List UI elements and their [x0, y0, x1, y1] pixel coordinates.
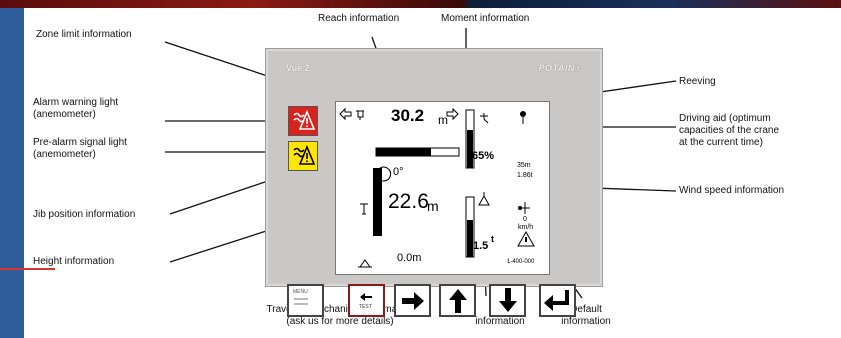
traveling-icon — [358, 259, 372, 268]
screen-graphics — [339, 107, 535, 268]
down-arrow-key[interactable] — [489, 284, 526, 317]
zone-limit-right-icon — [446, 107, 459, 121]
top-photo-strip — [0, 0, 841, 8]
slew-angle: 0° — [393, 166, 404, 178]
hook-icon — [480, 113, 489, 124]
left-arrow-icon — [360, 293, 372, 301]
reach-unit: m — [438, 113, 448, 127]
jib-value: 22.6 — [388, 190, 429, 213]
menu-key-label: MENU — [293, 289, 308, 295]
jib-bar-fill — [373, 168, 382, 236]
label-traveling: Traveling mechanism information (ask us … — [267, 304, 414, 327]
label-alarm: Alarm warning light (anemometer) — [33, 97, 119, 120]
moment-percent: 65% — [472, 150, 495, 162]
label-jib-position: Jib position information — [33, 209, 136, 220]
alarm-warning-light[interactable] — [288, 106, 318, 136]
prealarm-icon — [293, 144, 316, 165]
label-wind-speed: Wind speed information — [679, 185, 785, 196]
load-gauge-fill — [467, 220, 473, 257]
reeving-dot — [520, 111, 526, 117]
test-key[interactable]: TEST — [348, 284, 385, 317]
jib-unit: m — [427, 198, 439, 214]
down-arrow-icon — [499, 288, 517, 312]
reach-value: 30.2 — [391, 106, 425, 125]
label-prealarm: Pre-alarm signal light (anemometer) — [33, 137, 127, 160]
fault-mark — [525, 237, 527, 242]
test-key-label: TEST — [359, 304, 372, 310]
reach-bar-frame — [375, 147, 460, 157]
label-reach: Reach information — [318, 13, 400, 24]
right-arrow-key[interactable] — [394, 284, 431, 317]
zone-limit-left-icon — [339, 107, 352, 121]
label-zone-limit: Zone limit information — [36, 29, 132, 40]
fault-warning-icon — [517, 230, 535, 247]
wind-value: 0 — [523, 216, 527, 223]
fault-code: 1-400-000 — [507, 259, 535, 265]
slew-icon — [379, 166, 392, 182]
enter-icon — [544, 290, 569, 311]
brand-logo: POTAIN® — [538, 63, 582, 73]
trolley-icon — [356, 110, 364, 120]
wind-dot — [518, 206, 522, 210]
load-value: 1.5 — [473, 240, 489, 252]
label-height: Height information — [33, 256, 115, 267]
jib-position-icon — [360, 203, 368, 215]
load-unit: t — [491, 234, 494, 244]
left-red-line — [0, 268, 55, 270]
menu-key[interactable]: MENU — [287, 284, 324, 317]
menu-lines-icon — [294, 298, 308, 305]
wind-unit: km/h — [518, 224, 534, 231]
panel-title: Vue 2 — [286, 63, 310, 73]
up-arrow-icon — [449, 289, 467, 313]
load-weight-icon — [478, 192, 490, 206]
capacity-reach: 35m — [517, 162, 531, 169]
up-arrow-key[interactable] — [439, 284, 476, 317]
capacity-load: 1.86t — [517, 172, 533, 179]
reach-bar-fill — [376, 148, 431, 156]
right-arrow-icon — [402, 292, 424, 310]
alarm-icon — [293, 109, 316, 130]
left-blue-bar — [0, 8, 24, 338]
label-driving-aid: Driving aid (optimum capacities of the c… — [679, 113, 780, 148]
enter-key[interactable] — [539, 284, 576, 317]
label-reeving: Reeving — [679, 76, 716, 87]
moment-gauge-fill — [467, 130, 473, 168]
height-value: 0.0m — [397, 252, 422, 264]
crane-control-panel: Vue 2 POTAIN® — [265, 48, 603, 317]
label-moment: Moment information — [441, 13, 530, 24]
display-screen: 30.2 m 0° 22.6 m 0.0m 65% 1.5 t 35m 1.86… — [335, 101, 550, 275]
prealarm-signal-light[interactable] — [288, 141, 318, 171]
label-default: Default information — [561, 304, 611, 327]
